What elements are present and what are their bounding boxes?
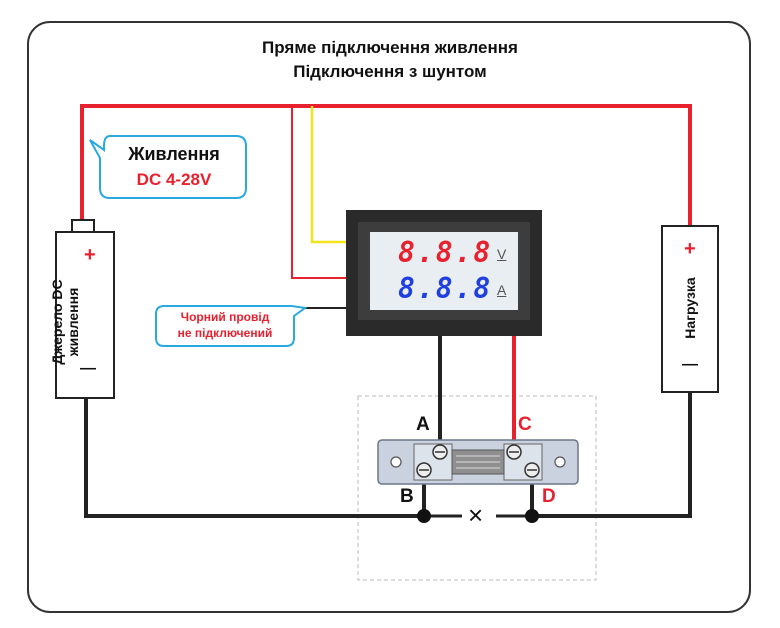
power-callout-value: DC 4-28V [136,170,212,189]
source-label-line-2: живлення [65,287,81,357]
load-label: Нагрузка [682,277,698,339]
title-line-1: Пряме підключення живлення [262,38,518,57]
point-a-label: A [416,414,430,435]
black-wire-source [84,398,424,518]
load-plus: + [684,238,696,260]
junction-d [525,509,539,523]
red-wire-top [80,104,692,226]
source-label: Джерело DC живлення [49,262,81,382]
black-wire-callout-line-2: не підключений [177,326,273,340]
point-d-label: D [542,486,556,507]
shunt-hole-left [390,456,402,468]
black-wire-callout-bubble [155,305,308,347]
load-box [661,225,719,393]
shunt-area [357,395,597,581]
point-c-label: C [518,414,532,435]
junction-b [417,509,431,523]
current-display: 8.8.8 [398,272,493,305]
meter-screen [370,232,518,310]
power-source [55,231,115,399]
voltage-display: 8.8.8 [398,236,493,269]
source-minus: — [80,360,96,377]
source-plus: + [84,244,96,266]
current-unit: A [497,282,507,298]
point-b-label: B [400,486,414,507]
power-callout-bubble [89,135,247,199]
source-label-line-1: Джерело DC [49,279,65,365]
title-line-2: Підключення з шунтом [293,62,487,81]
power-callout-label: Живлення [128,144,220,164]
cut-mark: × [468,500,484,530]
shunt-hole-right [554,456,566,468]
black-wire-load [532,392,692,518]
yellow-wire-meter [310,106,350,244]
red-wire-meter [291,106,350,279]
voltage-unit: V [497,246,507,262]
black-wire-callout-line-1: Чорний провід [180,310,270,324]
load-minus: — [682,356,698,373]
